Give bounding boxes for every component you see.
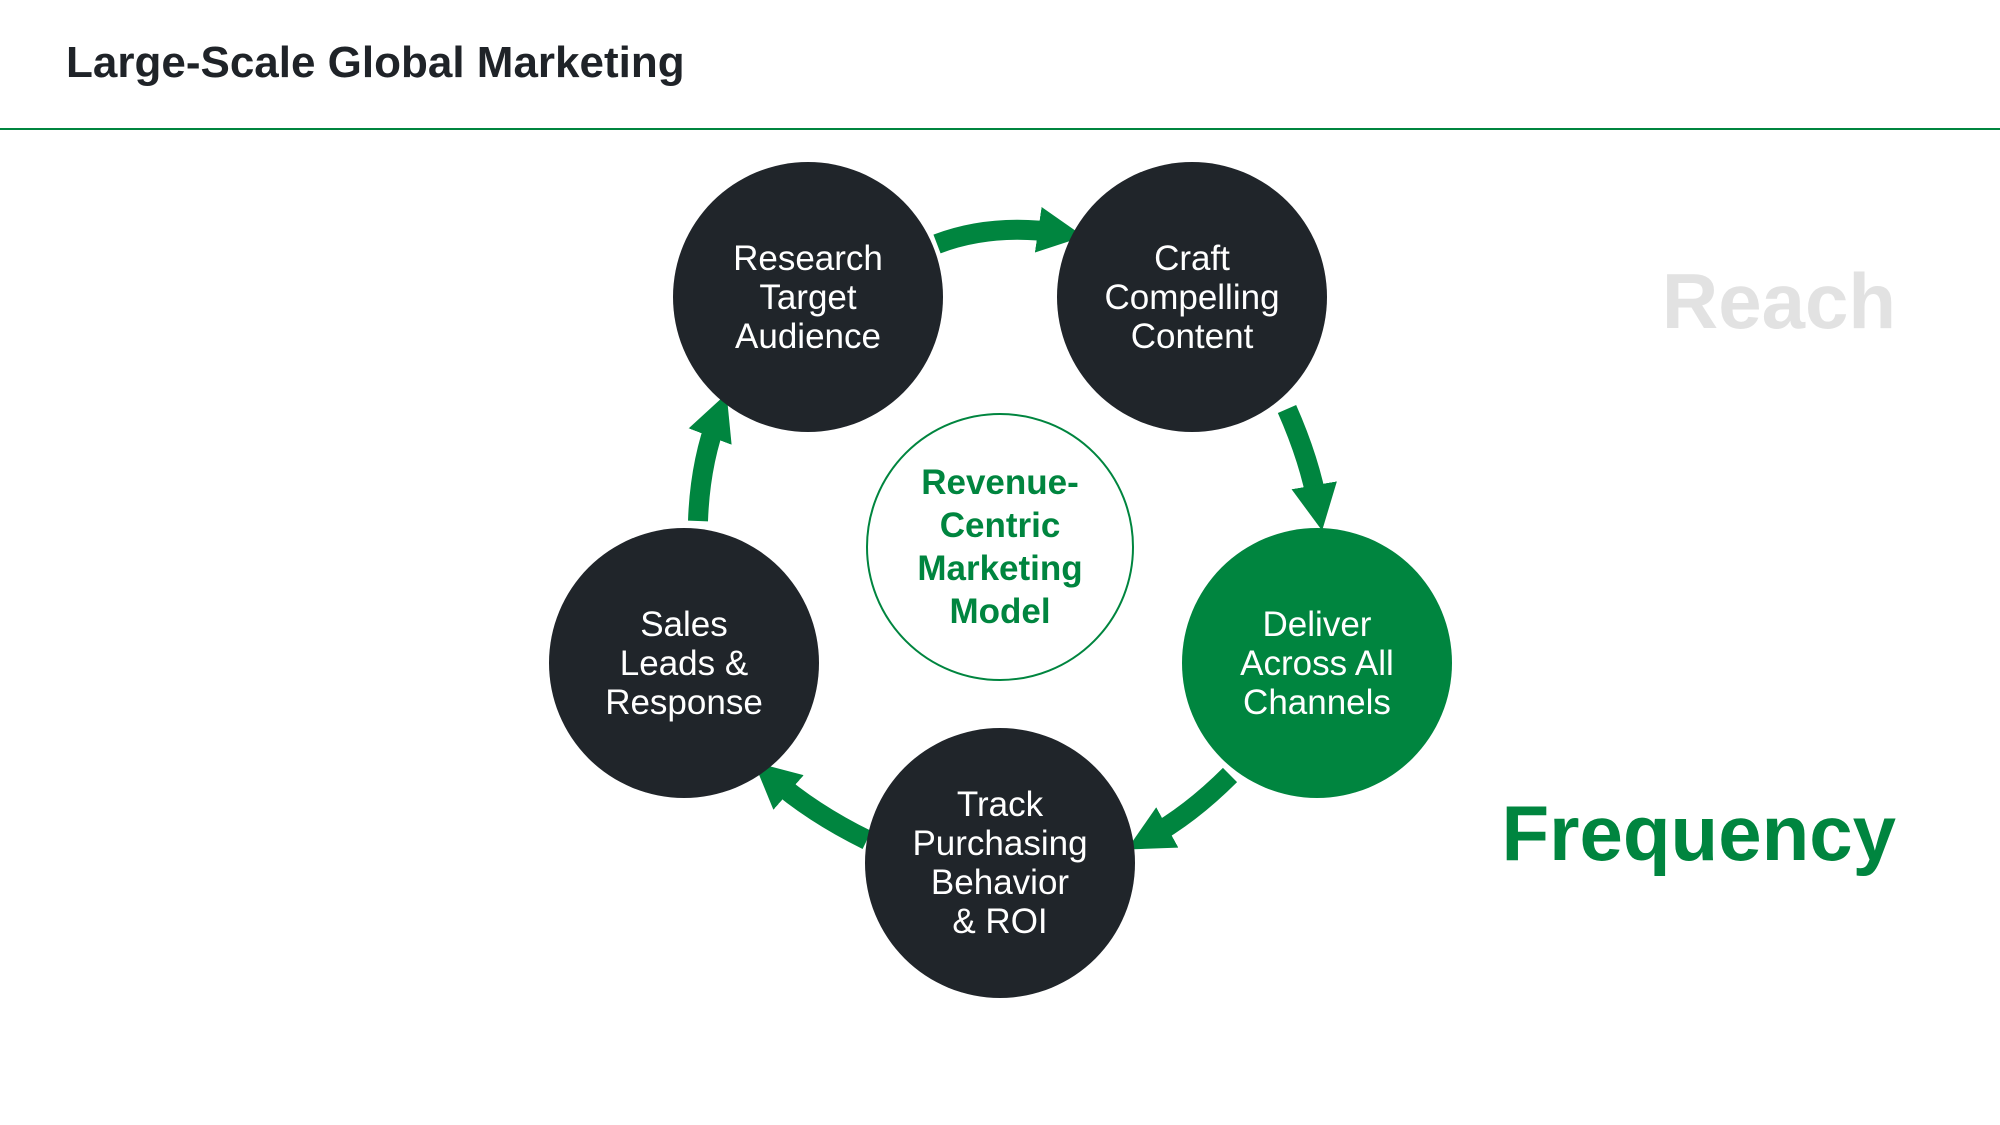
step-deliver-across-all-channels: Deliver Across All Channels (1182, 528, 1452, 798)
reach-label: Reach (1661, 257, 1896, 345)
arrow-track-to-sales (753, 762, 872, 849)
step-label: Research Target Audience (733, 238, 883, 356)
arrow-sales-to-research (688, 393, 732, 522)
title-divider (0, 128, 2000, 130)
step-track-purchasing-behavior: Track Purchasing Behavior & ROI (865, 728, 1135, 998)
step-label: Deliver Across All Channels (1240, 604, 1394, 722)
arrow-deliver-to-track (1126, 767, 1238, 850)
step-label: Track Purchasing Behavior & ROI (912, 785, 1088, 941)
page-title: Large-Scale Global Marketing (66, 38, 685, 87)
step-research-target-audience: Research Target Audience (673, 162, 943, 432)
arrow-craft-to-deliver (1277, 404, 1337, 531)
arrow-research-to-craft (933, 207, 1084, 254)
frequency-label: Frequency (1501, 789, 1896, 877)
center-model-label: Revenue- Centric Marketing Model (917, 463, 1083, 631)
center-model-circle: Revenue- Centric Marketing Model (866, 413, 1134, 681)
step-sales-leads-response: Sales Leads & Response (549, 528, 819, 798)
step-label: Sales Leads & Response (605, 604, 763, 722)
step-label: Craft Compelling Content (1104, 238, 1280, 356)
step-craft-compelling-content: Craft Compelling Content (1057, 162, 1327, 432)
